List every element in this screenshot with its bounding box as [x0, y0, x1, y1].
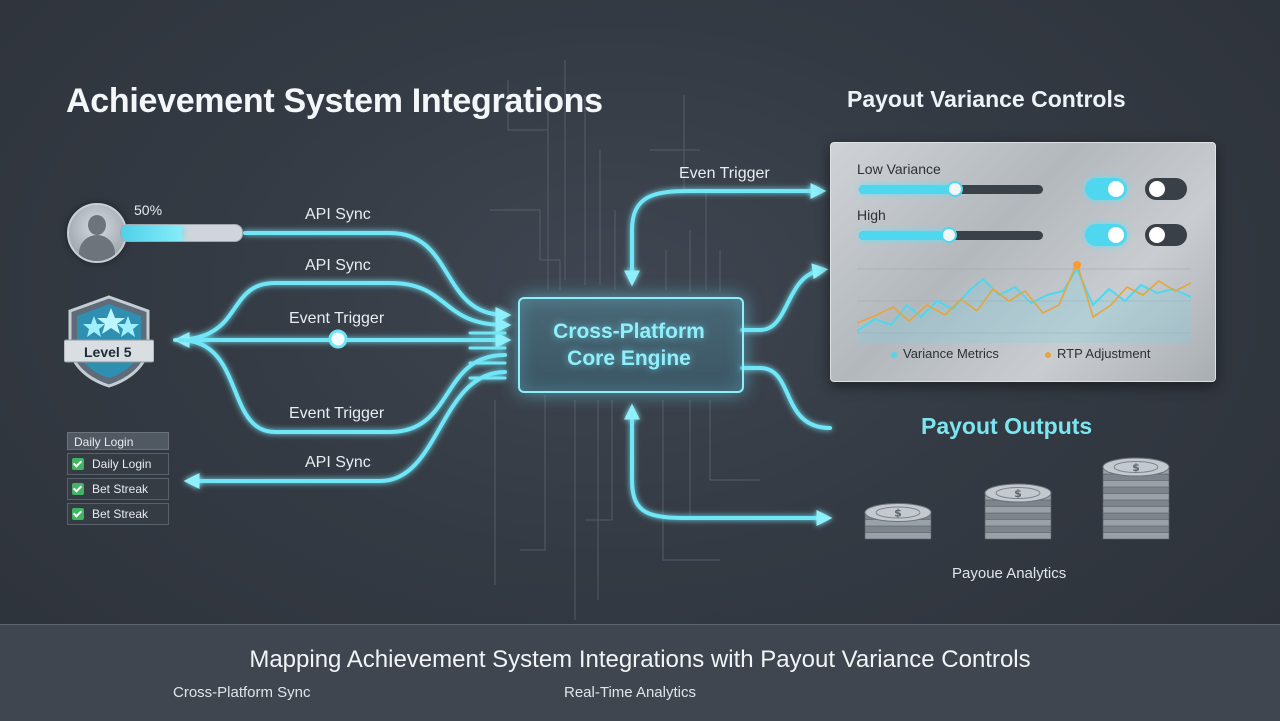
coin	[984, 525, 1052, 533]
peak-marker	[1073, 261, 1081, 269]
check-icon	[72, 508, 84, 520]
coin	[984, 518, 1052, 527]
coin	[864, 525, 932, 533]
daily-checklist: Daily Login Daily Login Bet Streak Bet S…	[67, 432, 169, 525]
event-node	[328, 329, 348, 349]
rtp-adjustment-line	[857, 261, 1191, 324]
footer-bar	[0, 624, 1280, 721]
svg-text:$: $	[1132, 461, 1140, 474]
toggle-1[interactable]	[1085, 178, 1127, 200]
edge-label-api-sync: API Sync	[305, 257, 371, 274]
coin	[1102, 531, 1170, 540]
checklist-item-label: Bet Streak	[92, 507, 149, 521]
user-avatar-icon[interactable]	[67, 203, 127, 263]
coin	[1102, 479, 1170, 488]
checklist-item[interactable]: Daily Login	[67, 453, 169, 475]
dot-icon	[891, 351, 897, 358]
checklist-item-label: Daily Login	[92, 457, 152, 471]
edge-label-even-trigger: Even Trigger	[679, 165, 770, 182]
payout-analytics-caption: Payoue Analytics	[952, 565, 1067, 582]
footer-real-time-analytics: Real-Time Analytics	[564, 684, 696, 701]
coin	[1102, 492, 1170, 501]
coin-top	[864, 503, 932, 522]
coin-top	[984, 483, 1052, 503]
low-variance-slider[interactable]	[859, 181, 1043, 197]
coin-top	[1102, 457, 1170, 477]
legend-rtp-adjustment: RTP Adjustment	[1045, 346, 1150, 361]
legend-label: Variance Metrics	[903, 346, 999, 361]
core-engine-box[interactable]	[518, 297, 744, 393]
edge-label-api-sync: API Sync	[305, 206, 371, 223]
coin	[1102, 505, 1170, 514]
checklist-item-label: Bet Streak	[92, 482, 149, 496]
coin	[1102, 525, 1170, 533]
footer-cross-platform-sync: Cross-Platform Sync	[173, 684, 311, 701]
checklist-header: Daily Login	[67, 432, 169, 450]
footer-title: Mapping Achievement System Integrations …	[249, 646, 1031, 673]
variance-metrics-line	[857, 266, 1191, 332]
dot-icon	[1045, 351, 1051, 358]
edge-label-api-sync: API Sync	[305, 454, 371, 471]
low-variance-knob[interactable]	[946, 181, 963, 197]
low-variance-label: Low Variance	[857, 161, 941, 177]
progress-bar	[120, 224, 243, 242]
checklist-item[interactable]: Bet Streak	[67, 503, 169, 525]
high-variance-knob[interactable]	[941, 227, 958, 243]
toggle-2[interactable]	[1145, 178, 1187, 200]
level-shield-icon[interactable]	[64, 294, 154, 388]
high-variance-slider[interactable]	[859, 227, 1043, 243]
coin	[1102, 518, 1170, 527]
checklist-item[interactable]: Bet Streak	[67, 478, 169, 500]
legend-label: RTP Adjustment	[1057, 346, 1151, 361]
high-variance-fill	[859, 231, 950, 240]
progress-fill	[121, 225, 182, 241]
coin	[1102, 512, 1170, 520]
legend-variance-metrics: Variance Metrics	[891, 346, 999, 361]
coin	[1102, 486, 1170, 494]
coin	[984, 512, 1052, 520]
check-icon	[72, 458, 84, 470]
toggle-4[interactable]	[1145, 224, 1187, 246]
variance-line-chart	[857, 261, 1191, 343]
edge-label-event-trigger: Event Trigger	[289, 310, 385, 327]
core-engine-label: Cross-Platform Core Engine	[518, 318, 740, 372]
coin	[864, 531, 932, 540]
svg-text:$: $	[894, 507, 902, 520]
low-variance-fill	[859, 185, 955, 194]
variance-control-panel: Low Variance High Variance Metrics RTP A…	[830, 142, 1216, 382]
toggle-3[interactable]	[1085, 224, 1127, 246]
coin	[984, 531, 1052, 540]
level-label: Level 5	[84, 344, 132, 360]
high-variance-label: High	[857, 207, 886, 223]
core-engine-line2: Core Engine	[567, 347, 691, 370]
svg-text:$: $	[1014, 487, 1022, 500]
check-icon	[72, 483, 84, 495]
dollar-coin-stack-icon: $ $ $	[864, 457, 1170, 540]
edge-label-event-trigger: Event Trigger	[289, 405, 385, 422]
payout-outputs-title: Payout Outputs	[921, 413, 1093, 439]
progress-percent: 50%	[134, 202, 163, 218]
core-engine-line1: Cross-Platform	[553, 320, 705, 343]
page-title: Achievement System Integrations	[66, 82, 603, 120]
payout-variance-title: Payout Variance Controls	[847, 86, 1126, 112]
coin	[1102, 499, 1170, 507]
coin	[984, 505, 1052, 514]
